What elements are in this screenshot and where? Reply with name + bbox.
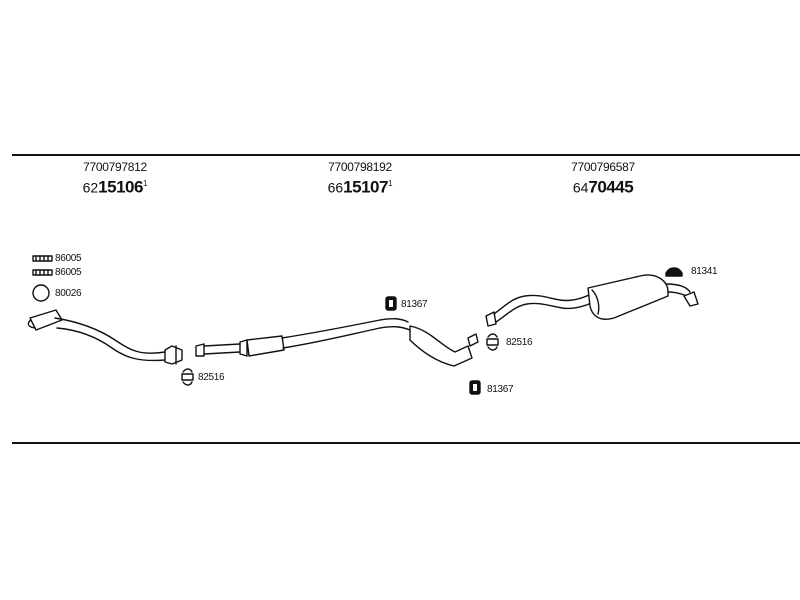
oe-number: 7700798192 (328, 160, 392, 174)
clamp-label-2: 86005 (55, 267, 82, 278)
part-number: 62151061 (82, 177, 148, 197)
part-number: 66151071 (327, 177, 393, 197)
part-number: 6470445 (572, 177, 634, 197)
bottom-divider (12, 442, 800, 444)
gasket-ring-icon (32, 284, 50, 302)
gasket-label: 80026 (55, 288, 82, 299)
hanger-label-rear: 81341 (691, 266, 718, 277)
rubber-hanger-icon (469, 380, 481, 395)
clamp-icon (32, 269, 53, 276)
clamp-icon (32, 255, 53, 262)
section-middle-silencer: 7700798192 66151071 (305, 160, 415, 198)
middle-silencer-drawing (195, 317, 479, 367)
clip-label-left: 82516 (198, 372, 225, 383)
clamp-label-1: 86005 (55, 253, 82, 264)
top-divider (12, 154, 800, 156)
clip-icon (486, 333, 499, 351)
clip-icon (181, 368, 194, 386)
rear-hanger-icon (665, 267, 683, 277)
oe-number: 7700796587 (571, 160, 635, 174)
hanger-label-lower: 81367 (487, 384, 514, 395)
front-pipe-drawing (27, 309, 183, 365)
rear-silencer-drawing (485, 274, 699, 327)
clip-label-right: 82516 (506, 337, 533, 348)
section-front-pipe: 7700797812 62151061 (60, 160, 170, 198)
section-rear-silencer: 7700796587 6470445 (548, 160, 658, 198)
hanger-label-upper: 81367 (401, 299, 428, 310)
rubber-hanger-icon (385, 296, 397, 311)
oe-number: 7700797812 (83, 160, 147, 174)
